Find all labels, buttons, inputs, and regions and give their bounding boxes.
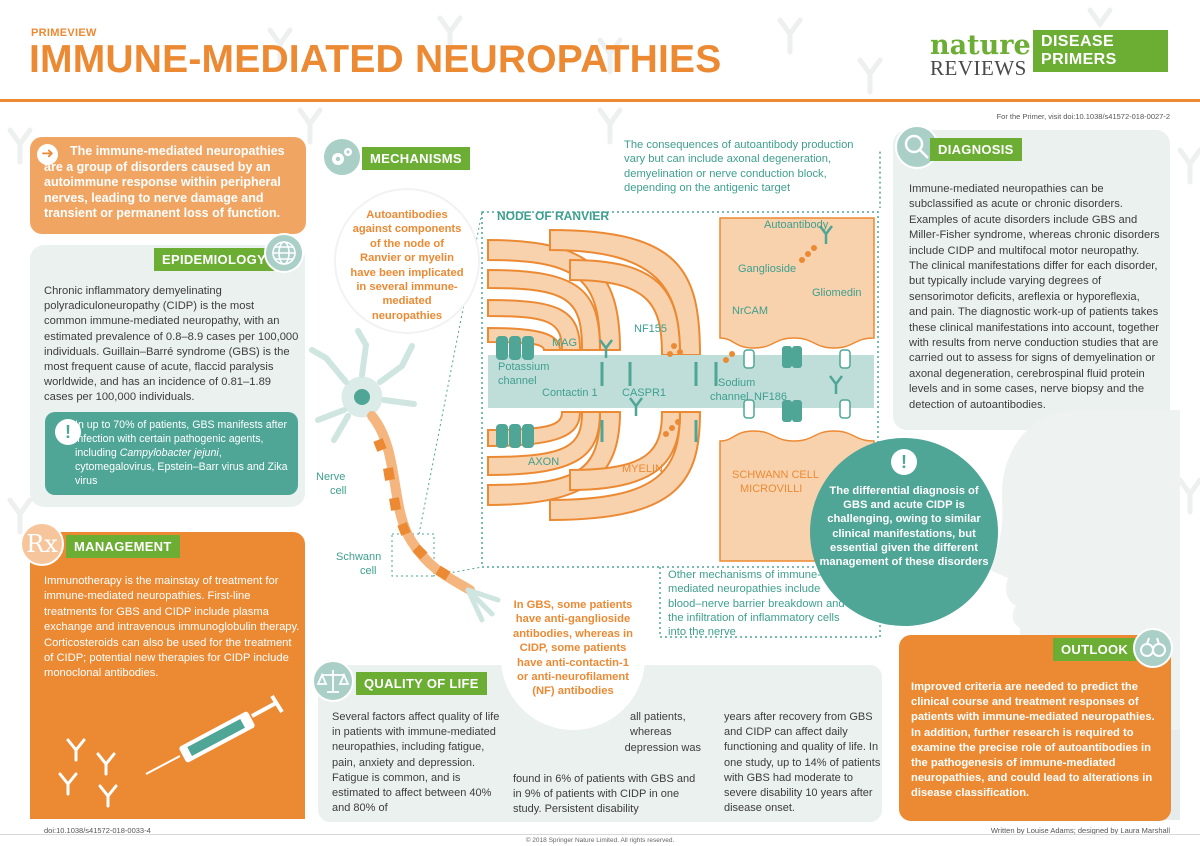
quality-text-col2a: all patients, whereas: [630, 711, 686, 739]
brand-nature: nature: [930, 30, 1031, 61]
epidemiology-callout-text: In up to 70% of patients, GBS manifests …: [75, 418, 290, 488]
diagnosis-panel: [893, 130, 1170, 430]
node-of-ranvier-label: NODE OF RANVIER: [497, 209, 610, 223]
label-potassium-channel: channel: [498, 375, 537, 387]
label-potassium: Potassium: [498, 361, 549, 373]
gbs-text: In GBS, some patients have anti-ganglios…: [513, 599, 633, 698]
outlook-text: Improved criteria are needed to predict …: [911, 681, 1155, 800]
brand-box-line2: PRIMERS: [1041, 51, 1117, 68]
label-nerve-1: Nerve: [316, 471, 345, 483]
page-title: IMMUNE-MEDIATED NEUROPATHIES: [29, 38, 722, 81]
quality-text-col2b: depression was: [624, 742, 701, 754]
footer-divider: [0, 834, 1200, 835]
label-contactin: Contactin 1: [542, 387, 598, 399]
management-heading: MANAGEMENT: [66, 535, 180, 558]
footer-doi: doi:10.1038/s41572-018-0033-4: [44, 826, 151, 835]
syringe-illustration: [58, 694, 284, 808]
header-divider: [0, 99, 1200, 102]
differential-text: The differential diagnosis of GBS and ac…: [819, 485, 989, 569]
footer-copyright: © 2018 Springer Nature Limited. All righ…: [525, 837, 675, 844]
quality-text-col2c: found in 6% of patients with GBS and in …: [513, 773, 696, 816]
label-nf186: NF186: [754, 391, 787, 403]
outlook-heading: OUTLOOK: [1053, 638, 1137, 661]
visit-note: For the Primer, visit doi:10.1038/s41572…: [996, 112, 1170, 121]
quality-text-col1: Several factors affect quality of life i…: [332, 711, 500, 815]
epidemiology-heading: EPIDEMIOLOGY: [154, 248, 275, 271]
diagnosis-heading: DIAGNOSIS: [930, 138, 1022, 161]
arrow-right-icon: ➜: [37, 144, 58, 165]
intro-text: The immune-mediated neuropathies are a g…: [44, 144, 285, 220]
brand-box: DISEASE PRIMERS: [1033, 30, 1168, 72]
autoantibodies-circle: [336, 190, 478, 332]
label-nrcam: NrCAM: [732, 305, 768, 317]
label-axon: AXON: [528, 456, 559, 468]
label-schwann-1: SCHWANN CELL: [732, 469, 819, 481]
management-panel: [30, 532, 305, 819]
scales-icon: [312, 660, 354, 702]
binoculars-icon: [1133, 628, 1173, 668]
consequences-text: The consequences of autoantibody product…: [624, 139, 854, 194]
label-schwann-cell-1: Schwann: [336, 551, 381, 563]
rx-icon: Rx: [20, 522, 64, 566]
kicker: PRIMEVIEW: [31, 27, 97, 39]
exclamation-icon: !: [55, 419, 81, 445]
brand-reviews: REVIEWS: [930, 56, 1027, 80]
node-of-ranvier-diagram: Autoantibody Ganglioside Gliomedin NrCAM…: [309, 150, 881, 638]
epidemiology-callout: [45, 412, 298, 495]
epidemiology-text: Chronic inflammatory demyelinating polyr…: [44, 285, 299, 404]
label-gliomedin: Gliomedin: [812, 287, 862, 299]
autoantibodies-text: Autoantibodies against components of the…: [350, 209, 464, 322]
label-sodium: Sodium: [718, 377, 755, 389]
consequences-box: [618, 132, 876, 200]
label-mag: MAG: [552, 337, 577, 349]
quality-text-col3: years after recovery from GBS and CIDP c…: [724, 711, 881, 815]
label-ganglioside: Ganglioside: [738, 263, 796, 275]
intro-box: [30, 137, 306, 234]
label-caspr: CASPR1: [622, 387, 666, 399]
gears-icon: [322, 137, 362, 177]
label-schwann-cell-2: cell: [360, 565, 377, 577]
outlook-panel: [899, 635, 1171, 821]
management-text: Immunotherapy is the mainstay of treatme…: [44, 575, 300, 680]
label-nerve-2: cell: [330, 485, 347, 497]
label-myelin: MYELIN: [622, 463, 663, 475]
mechanisms-heading: MECHANISMS: [362, 147, 470, 170]
diagnosis-text: Immune-mediated neuropathies can be subc…: [909, 183, 1160, 411]
label-sodium-channel: channel: [710, 391, 749, 403]
gbs-circle: [501, 586, 645, 730]
callout-post: , cytomegalovirus, Epstein–Barr virus an…: [75, 447, 288, 487]
globe-icon: [264, 233, 304, 273]
brand-box-line1: DISEASE: [1041, 33, 1115, 50]
exclamation-icon: !: [891, 449, 917, 475]
label-nf155: NF155: [634, 323, 667, 335]
label-schwann-2: MICROVILLI: [740, 483, 802, 495]
other-mechanisms-text: Other mechanisms of immune-mediated neur…: [668, 569, 845, 639]
callout-pre: In up to 70% of patients, GBS manifests …: [75, 419, 287, 459]
label-autoantibody: Autoantibody: [764, 219, 829, 231]
footer-credit: Written by Louise Adams; designed by Lau…: [990, 826, 1170, 835]
quality-heading: QUALITY OF LIFE: [356, 672, 487, 695]
callout-italic: Campylobacter jejuni: [119, 447, 219, 459]
